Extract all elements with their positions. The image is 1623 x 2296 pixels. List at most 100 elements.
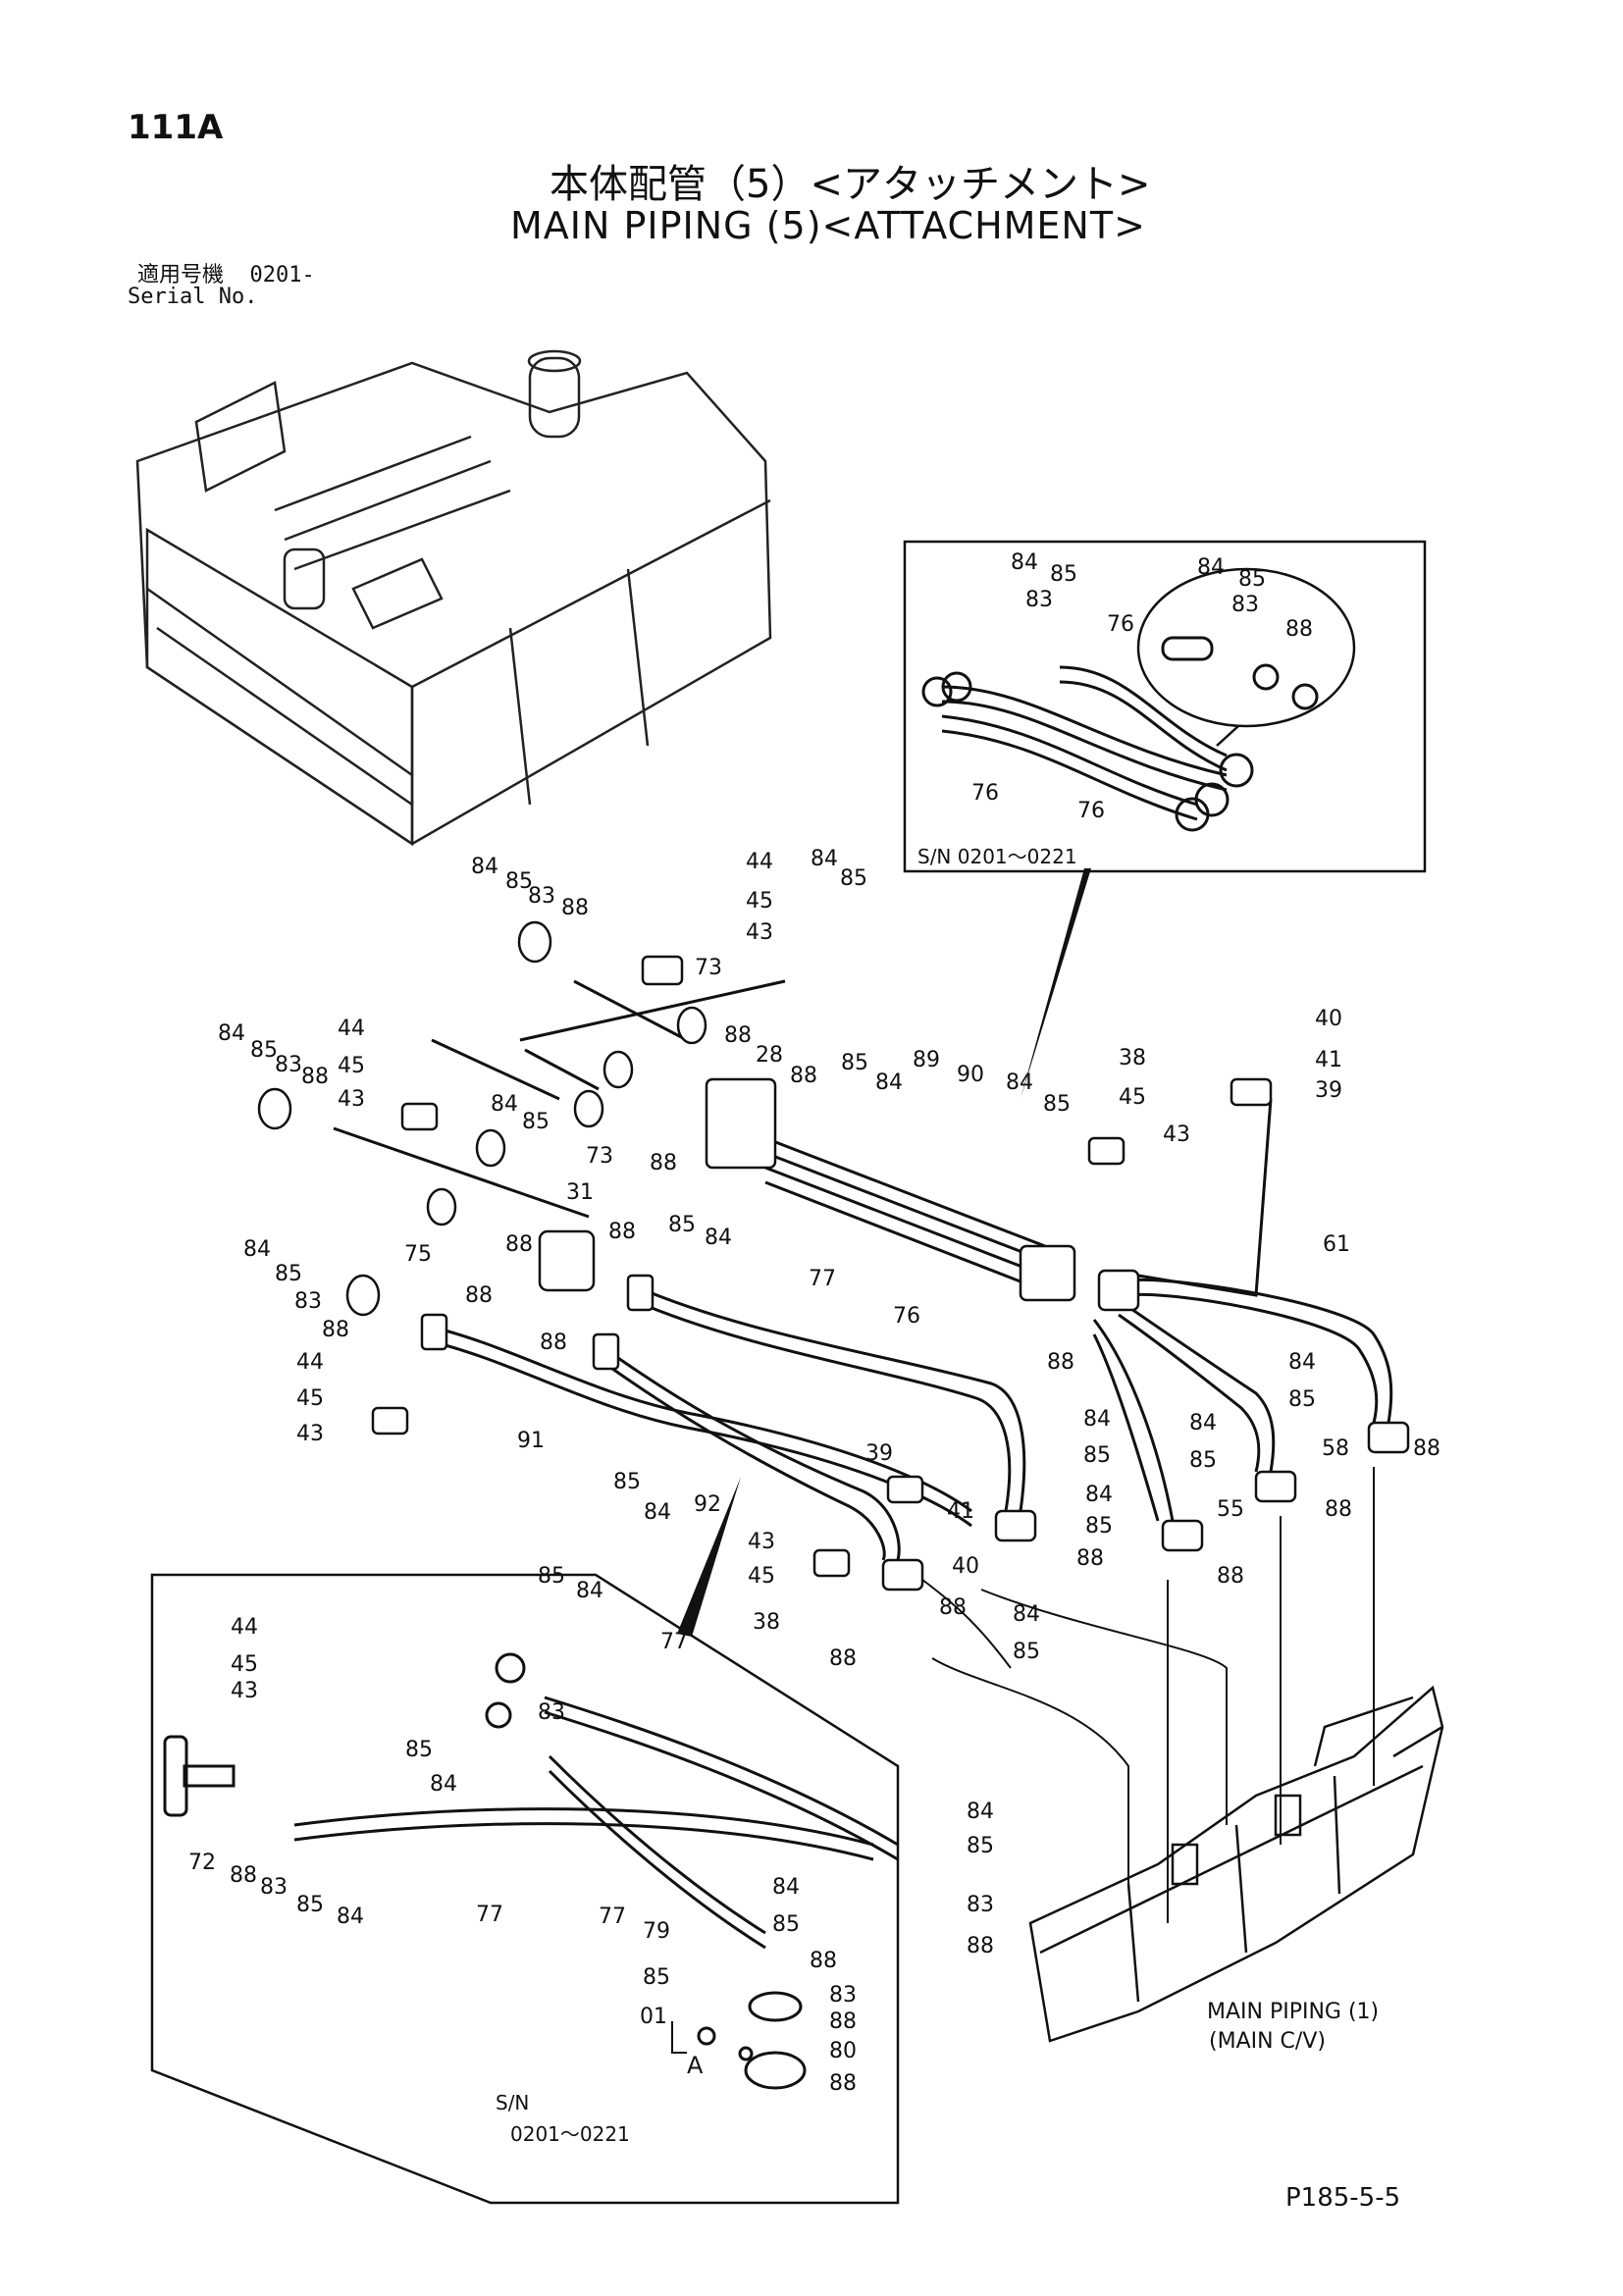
callout-label: 76 <box>1107 612 1134 637</box>
callout-label: 88 <box>608 1220 636 1244</box>
callout-label: 84 <box>243 1237 271 1262</box>
callout-label: 85 <box>522 1110 550 1134</box>
callout-label: 83 <box>538 1700 565 1725</box>
callout-label: 38 <box>1119 1046 1146 1070</box>
callout-label: 84 <box>1013 1602 1040 1627</box>
callout-label: 85 <box>613 1470 641 1494</box>
callout-label: 85 <box>1238 567 1266 592</box>
callout-label: 91 <box>517 1429 545 1453</box>
callout-label: 45 <box>231 1652 258 1677</box>
callout-label: 85 <box>538 1564 565 1589</box>
callout-label: 90 <box>957 1063 984 1087</box>
serial-value: 0201- <box>249 263 315 287</box>
callout-label: 76 <box>893 1304 920 1329</box>
callout-label: 84 <box>1288 1350 1316 1375</box>
serial-label-japanese: 適用号機 0201- <box>137 257 315 288</box>
callout-label: 88 <box>1076 1546 1104 1571</box>
callout-label: 44 <box>296 1350 324 1375</box>
callout-label: 55 <box>1217 1497 1244 1522</box>
main-assembly-fittings <box>257 920 1410 1592</box>
callout-label: 39 <box>1315 1078 1342 1103</box>
callout-label: 85 <box>1189 1448 1217 1473</box>
callout-label: 85 <box>643 1965 670 1990</box>
callout-label: 84 <box>471 855 498 879</box>
callout-label: 88 <box>790 1064 817 1088</box>
callout-label: 01 <box>640 2005 667 2029</box>
callout-label: 45 <box>338 1054 365 1078</box>
machine-body-illustration <box>135 349 772 847</box>
callout-label: 72 <box>188 1851 216 1875</box>
callout-label: 61 <box>1323 1232 1350 1257</box>
callout-label: 76 <box>1077 799 1105 823</box>
main-piping-reference-line1: MAIN PIPING (1) <box>1207 2000 1379 2024</box>
callout-label: 85 <box>668 1213 696 1237</box>
callout-label: 44 <box>231 1615 258 1640</box>
bottom-inset-hoses <box>163 1652 899 2090</box>
serial-label-jp-text: 適用号機 <box>137 263 225 287</box>
callout-label: 88 <box>829 2009 857 2034</box>
bottom-inset-frame <box>150 1573 900 2205</box>
callout-label: 83 <box>294 1289 322 1314</box>
callout-label: 43 <box>231 1679 258 1703</box>
callout-label: 43 <box>748 1530 775 1554</box>
callout-label: 73 <box>586 1144 613 1169</box>
top-inset-serial: S/N 0201～0221 <box>917 845 1077 868</box>
callout-label: 88 <box>967 1934 994 1958</box>
callout-label: 84 <box>1197 555 1225 580</box>
callout-label: 84 <box>875 1070 903 1095</box>
serial-label-english: Serial No. <box>128 285 258 309</box>
callout-label: 85 <box>1043 1092 1071 1117</box>
top-inset-hoses <box>921 636 1319 832</box>
callout-label: 84 <box>576 1579 603 1603</box>
page-number: 111A <box>128 108 224 147</box>
callout-label: 85 <box>1288 1387 1316 1412</box>
callout-label: 85 <box>840 866 867 891</box>
callout-label: 85 <box>250 1038 278 1063</box>
callout-label: 88 <box>724 1023 752 1048</box>
callout-label: 84 <box>705 1226 732 1250</box>
bottom-inset-leader-wedge <box>677 1477 741 1637</box>
callout-label: 45 <box>296 1386 324 1411</box>
top-inset-leader-wedge <box>1021 868 1091 1099</box>
section-marker-label: A <box>687 2052 704 2079</box>
callout-label: 83 <box>829 1983 857 2008</box>
callout-label: 43 <box>296 1422 324 1446</box>
valve-connection-lines <box>921 1467 1375 1923</box>
callout-label: 85 <box>841 1051 868 1075</box>
callout-label: 79 <box>643 1919 670 1944</box>
callout-label: 28 <box>756 1043 783 1068</box>
callout-label: 88 <box>1285 617 1313 642</box>
callout-label: 83 <box>275 1053 302 1077</box>
callout-label: 88 <box>1325 1497 1352 1522</box>
top-inset-frame <box>903 540 1427 873</box>
callout-label: 84 <box>218 1021 245 1046</box>
callout-label: 88 <box>939 1595 967 1620</box>
main-piping-reference-line2: (MAIN C/V) <box>1209 2029 1326 2054</box>
callout-label: 45 <box>746 889 773 913</box>
callout-label: 88 <box>465 1283 493 1308</box>
callout-label: 83 <box>1025 588 1053 612</box>
callout-label: 83 <box>260 1875 288 1900</box>
title-japanese: 本体配管（5）<アタッチメント> <box>550 162 1151 207</box>
callout-label: 84 <box>811 847 838 871</box>
callout-label: 43 <box>1163 1122 1190 1147</box>
callout-label: 88 <box>650 1151 677 1175</box>
callout-label: 45 <box>748 1564 775 1589</box>
bottom-inset-serial-label: S/N <box>496 2091 529 2114</box>
callout-label: 84 <box>337 1905 364 1929</box>
callout-label: 85 <box>967 1834 994 1858</box>
callout-label: 85 <box>275 1262 302 1286</box>
callout-label: 85 <box>505 869 533 894</box>
callout-label: 83 <box>528 884 555 909</box>
callout-label: 85 <box>772 1912 800 1937</box>
callout-label: 77 <box>660 1630 688 1654</box>
callout-label: 88 <box>829 1646 857 1671</box>
callout-label: 40 <box>952 1554 979 1579</box>
callout-label: 84 <box>967 1800 994 1824</box>
callout-label: 88 <box>505 1232 533 1257</box>
callout-label: 41 <box>947 1499 974 1524</box>
callout-label: 88 <box>1047 1350 1074 1375</box>
callout-label: 84 <box>1011 550 1038 575</box>
callout-label: 84 <box>1083 1407 1111 1432</box>
